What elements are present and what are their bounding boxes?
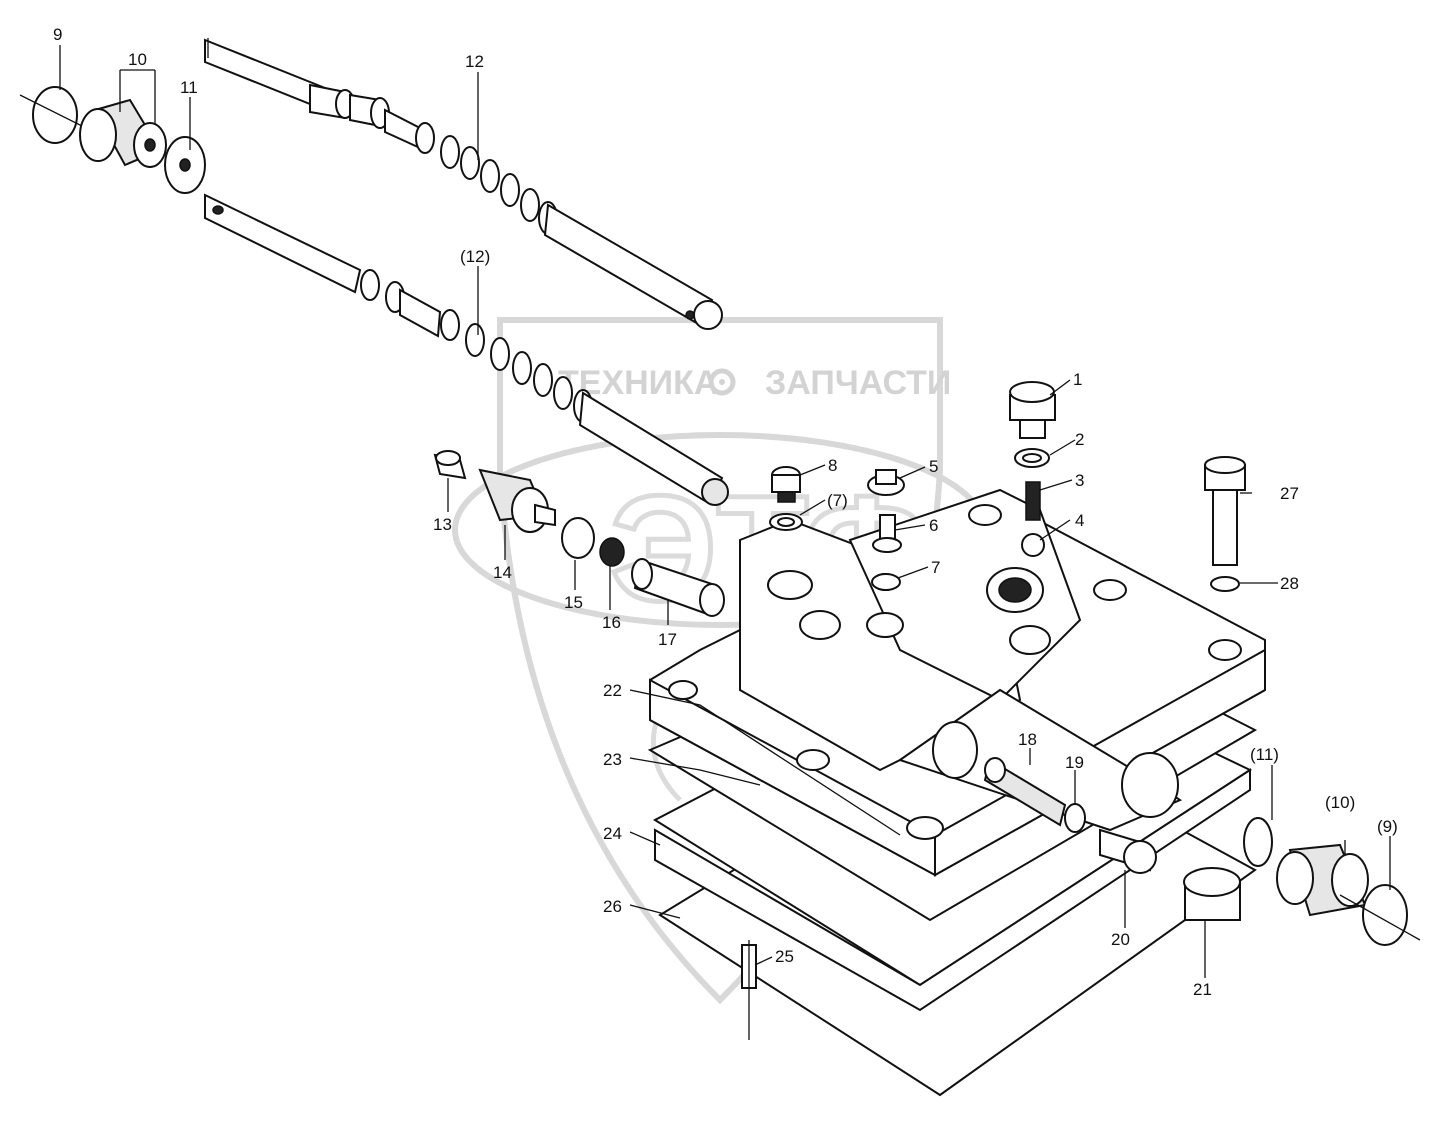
callout-24: 24 bbox=[603, 824, 622, 843]
washer-28 bbox=[1210, 576, 1240, 592]
callout-20: 20 bbox=[1111, 930, 1130, 949]
callout-26: 26 bbox=[603, 897, 622, 916]
callout-7: 7 bbox=[931, 558, 940, 577]
washer-11-second bbox=[1243, 817, 1273, 867]
callout-4: 4 bbox=[1075, 511, 1084, 530]
callout-3: 3 bbox=[1075, 471, 1084, 490]
bushing-16 bbox=[599, 537, 625, 567]
spring-3 bbox=[1025, 481, 1041, 521]
retaining-ring-9-second bbox=[1339, 884, 1421, 946]
callout-1: 1 bbox=[1073, 370, 1082, 389]
washer-7-second bbox=[769, 513, 803, 531]
washer-7 bbox=[871, 573, 901, 591]
callout-7-paren: (7) bbox=[827, 491, 848, 510]
plug-20 bbox=[1099, 828, 1157, 874]
cap-13 bbox=[433, 450, 467, 480]
spring-18 bbox=[983, 757, 1067, 827]
bolt-5 bbox=[867, 469, 905, 496]
callout-11-paren: (11) bbox=[1250, 745, 1279, 764]
o-ring-15 bbox=[561, 517, 595, 559]
stud-6 bbox=[872, 514, 902, 553]
callout-6: 6 bbox=[929, 516, 938, 535]
valve-housing bbox=[647, 488, 1266, 1097]
callout-27: 27 bbox=[1280, 484, 1299, 503]
plug-21 bbox=[1183, 867, 1241, 921]
valve-17 bbox=[631, 558, 725, 617]
retaining-ring-9 bbox=[19, 86, 91, 144]
callout-14: 14 bbox=[493, 563, 512, 582]
callout-labels: 9 10 11 12 (12) 1 2 3 4 5 6 7 (7) 8 27 2… bbox=[53, 25, 1398, 999]
callout-5: 5 bbox=[929, 457, 938, 476]
washer-11 bbox=[164, 136, 206, 194]
callout-17: 17 bbox=[658, 630, 677, 649]
leader-lines bbox=[59, 45, 1391, 978]
spool-12 bbox=[204, 38, 723, 330]
plug-1 bbox=[1009, 381, 1056, 439]
callout-10-paren: (10) bbox=[1325, 793, 1355, 812]
callout-18: 18 bbox=[1018, 730, 1037, 749]
bolt-8 bbox=[771, 466, 801, 503]
plug-10-second bbox=[1276, 843, 1369, 917]
spool-12-second bbox=[204, 193, 729, 506]
callout-9: 9 bbox=[53, 25, 62, 44]
pin-25 bbox=[741, 940, 757, 1040]
callout-22: 22 bbox=[603, 681, 622, 700]
callout-23: 23 bbox=[603, 750, 622, 769]
callout-12-paren: (12) bbox=[460, 247, 490, 266]
callout-12: 12 bbox=[465, 52, 484, 71]
ball-4 bbox=[1021, 533, 1045, 557]
washer-2 bbox=[1014, 448, 1050, 468]
callout-16: 16 bbox=[602, 613, 621, 632]
callout-15: 15 bbox=[564, 593, 583, 612]
washer-19 bbox=[1064, 803, 1086, 833]
callout-21: 21 bbox=[1193, 980, 1212, 999]
plug-10 bbox=[79, 98, 167, 168]
callout-13: 13 bbox=[433, 515, 452, 534]
bolt-27 bbox=[1204, 456, 1246, 566]
gear-icon bbox=[708, 368, 736, 396]
fitting-14 bbox=[478, 468, 556, 533]
callout-25: 25 bbox=[775, 947, 794, 966]
callout-11: 11 bbox=[180, 78, 198, 97]
callout-9-paren: (9) bbox=[1377, 817, 1398, 836]
callout-19: 19 bbox=[1065, 753, 1084, 772]
callout-10: 10 bbox=[128, 50, 147, 69]
callout-8: 8 bbox=[828, 456, 837, 475]
callout-28: 28 bbox=[1280, 574, 1299, 593]
watermark-text-right: ЗАПЧАСТИ bbox=[765, 364, 951, 402]
callout-2: 2 bbox=[1075, 430, 1084, 449]
